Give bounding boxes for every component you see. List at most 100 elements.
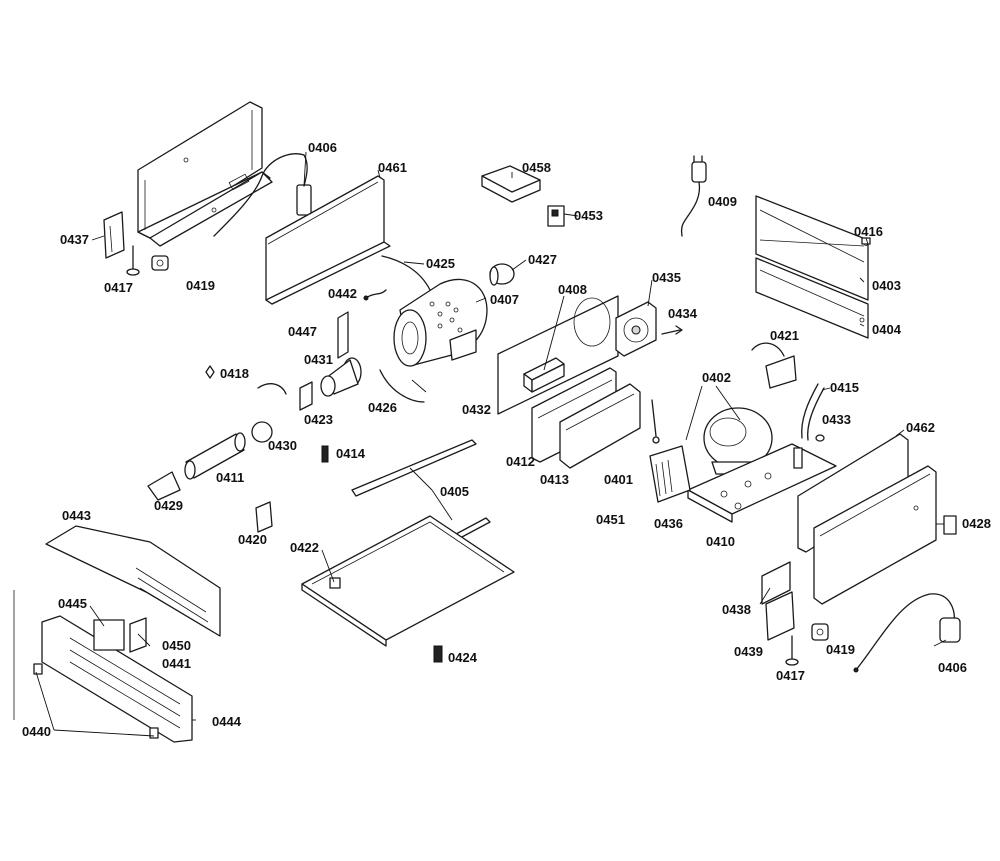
label-0444: 0444 bbox=[212, 714, 242, 729]
label-0432: 0432 bbox=[462, 402, 491, 417]
label-0424: 0424 bbox=[448, 650, 478, 665]
fan-scroll-0425 bbox=[381, 255, 431, 291]
label-0402: 0402 bbox=[702, 370, 731, 385]
bracket-clip-0437 bbox=[103, 211, 125, 259]
connector-0430 bbox=[251, 383, 287, 443]
cylinder-0431 bbox=[320, 357, 362, 397]
sensor-0401 bbox=[651, 399, 660, 444]
label-0401: 0401 bbox=[604, 472, 633, 487]
part-labels: 0406 0461 0458 0453 0409 0416 0403 0404 … bbox=[22, 140, 991, 739]
label-0404: 0404 bbox=[872, 322, 902, 337]
power-cord-0409 bbox=[680, 155, 707, 237]
label-0451: 0451 bbox=[596, 512, 625, 527]
fan-motor-0407 bbox=[393, 278, 488, 367]
grille-0443 bbox=[45, 525, 221, 637]
label-0453: 0453 bbox=[574, 208, 603, 223]
feet-0440 bbox=[13, 590, 159, 739]
tray-0422 bbox=[301, 515, 515, 647]
label-0414: 0414 bbox=[336, 446, 366, 461]
label-0442: 0442 bbox=[328, 286, 357, 301]
label-0419-bottom: 0419 bbox=[826, 642, 855, 657]
label-0441: 0441 bbox=[162, 656, 191, 671]
label-0428: 0428 bbox=[962, 516, 991, 531]
clamp-0419-top bbox=[151, 255, 169, 271]
label-0427: 0427 bbox=[528, 252, 557, 267]
leader-lines bbox=[35, 151, 947, 737]
grommet-0433 bbox=[815, 434, 825, 442]
label-0417-bottom: 0417 bbox=[776, 668, 805, 683]
control-board-0432 bbox=[497, 295, 619, 415]
tube-0411 bbox=[184, 432, 246, 480]
tube-0415 bbox=[801, 383, 825, 441]
overload-0421 bbox=[751, 342, 797, 389]
label-0437: 0437 bbox=[60, 232, 89, 247]
end-cap-0429 bbox=[147, 471, 181, 501]
evaporator-cover-0413 bbox=[559, 383, 641, 469]
label-0413: 0413 bbox=[540, 472, 569, 487]
label-0421: 0421 bbox=[770, 328, 799, 343]
switch-0453 bbox=[547, 205, 565, 227]
label-0426: 0426 bbox=[368, 400, 397, 415]
label-0420: 0420 bbox=[238, 532, 267, 547]
grille-front-0444 bbox=[41, 615, 193, 743]
label-0422: 0422 bbox=[290, 540, 319, 555]
label-0416: 0416 bbox=[854, 224, 883, 239]
label-0433: 0433 bbox=[822, 412, 851, 427]
bracket-0447 bbox=[337, 311, 349, 359]
side-panel-0462 bbox=[797, 433, 937, 605]
label-0418: 0418 bbox=[220, 366, 249, 381]
wire-0442 bbox=[363, 289, 387, 301]
label-0462: 0462 bbox=[906, 420, 935, 435]
label-0403: 0403 bbox=[872, 278, 901, 293]
label-0435: 0435 bbox=[652, 270, 681, 285]
bracket-0420 bbox=[255, 501, 273, 533]
clip-0424 bbox=[433, 645, 443, 663]
label-0419-top: 0419 bbox=[186, 278, 215, 293]
label-0458: 0458 bbox=[522, 160, 551, 175]
panel-0403 bbox=[755, 195, 869, 301]
arrow-0434 bbox=[661, 325, 683, 335]
clip-0428 bbox=[943, 515, 957, 535]
label-0447: 0447 bbox=[288, 324, 317, 339]
label-0405: 0405 bbox=[440, 484, 469, 499]
label-0445: 0445 bbox=[58, 596, 87, 611]
bracket-0423 bbox=[299, 381, 313, 411]
label-0423: 0423 bbox=[304, 412, 333, 427]
label-0410: 0410 bbox=[706, 534, 735, 549]
bracket-0439 bbox=[765, 591, 795, 641]
clamp-0419-bottom bbox=[811, 623, 829, 641]
label-0417-top: 0417 bbox=[104, 280, 133, 295]
label-0431: 0431 bbox=[304, 352, 333, 367]
mounting-bracket-frame bbox=[137, 101, 273, 247]
label-0407: 0407 bbox=[490, 292, 519, 307]
base-plate-0410 bbox=[687, 443, 837, 523]
label-0406-bottom: 0406 bbox=[938, 660, 967, 675]
capacitor-0427 bbox=[489, 263, 515, 286]
screw-0417-top bbox=[126, 245, 140, 276]
clip-0418 bbox=[205, 365, 215, 379]
label-0450: 0450 bbox=[162, 638, 191, 653]
fan-0435 bbox=[615, 301, 657, 357]
label-0461: 0461 bbox=[378, 160, 407, 175]
spring-0414 bbox=[321, 445, 329, 463]
label-0425: 0425 bbox=[426, 256, 455, 271]
clip-0450 bbox=[129, 617, 147, 653]
label-0411: 0411 bbox=[216, 470, 244, 485]
label-0409: 0409 bbox=[708, 194, 737, 209]
power-cord-0406-bottom bbox=[853, 593, 961, 673]
label-0406-top: 0406 bbox=[308, 140, 337, 155]
relay-0436 bbox=[649, 445, 691, 503]
label-0412: 0412 bbox=[506, 454, 535, 469]
label-0439: 0439 bbox=[734, 644, 763, 659]
label-0429: 0429 bbox=[154, 498, 183, 513]
label-0430: 0430 bbox=[268, 438, 297, 453]
screw-0417-bottom bbox=[785, 635, 799, 666]
shroud-0426 bbox=[379, 369, 425, 403]
label-0443: 0443 bbox=[62, 508, 91, 523]
bracket-0438 bbox=[761, 561, 791, 605]
panel-0404 bbox=[755, 257, 869, 339]
bracket-0458 bbox=[481, 165, 541, 203]
label-0436: 0436 bbox=[654, 516, 683, 531]
label-0415: 0415 bbox=[830, 380, 859, 395]
